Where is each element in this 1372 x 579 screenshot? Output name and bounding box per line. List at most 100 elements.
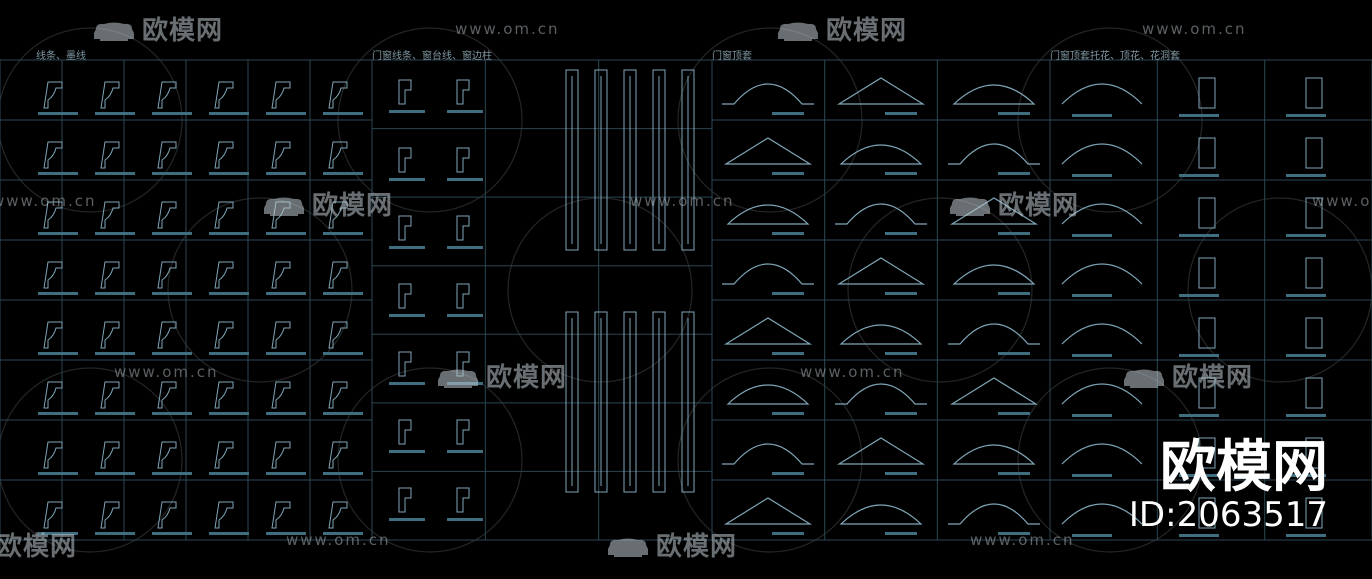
molding-profile bbox=[157, 261, 177, 289]
keystone bbox=[1198, 317, 1216, 349]
keystone bbox=[1198, 137, 1216, 169]
arch-trim bbox=[1061, 323, 1143, 345]
trim-profile bbox=[456, 79, 470, 105]
dimension-bar bbox=[998, 292, 1030, 295]
dimension-bar bbox=[885, 292, 917, 295]
dimension-bar bbox=[1286, 534, 1326, 537]
dimension-bar bbox=[152, 532, 192, 535]
watermark-url: www.om.cn bbox=[800, 363, 905, 381]
window-head-pediment bbox=[723, 317, 813, 345]
dimension-bar bbox=[1179, 534, 1219, 537]
dimension-bar bbox=[209, 352, 249, 355]
arch-trim bbox=[1061, 503, 1143, 525]
dimension-bar bbox=[447, 178, 483, 181]
keystone bbox=[1198, 497, 1216, 529]
molding-profile bbox=[271, 501, 291, 529]
dimension-bar bbox=[772, 472, 804, 475]
dimension-bar bbox=[95, 232, 135, 235]
window-head-segment bbox=[839, 144, 923, 165]
watermark-url: www.om.cn bbox=[455, 20, 560, 38]
dimension-bar bbox=[266, 412, 306, 415]
keystone bbox=[1305, 497, 1323, 529]
watermark-url: www.om.cn bbox=[1142, 20, 1247, 38]
trim-profile bbox=[398, 283, 412, 309]
dimension-bar bbox=[38, 352, 78, 355]
dimension-bar bbox=[1072, 114, 1112, 117]
dimension-bar bbox=[95, 532, 135, 535]
dimension-bar bbox=[323, 232, 363, 235]
dimension-bar bbox=[266, 352, 306, 355]
keystone bbox=[1198, 437, 1216, 469]
sofa-logo-icon bbox=[950, 197, 990, 216]
molding-profile bbox=[271, 261, 291, 289]
molding-profile bbox=[214, 201, 234, 229]
dimension-bar bbox=[95, 472, 135, 475]
trim-profile bbox=[398, 351, 412, 377]
dimension-bar bbox=[323, 292, 363, 295]
watermark-circle bbox=[1017, 367, 1203, 553]
window-head-pediment bbox=[836, 257, 926, 285]
watermark-logo-text: 欧模网 bbox=[998, 191, 1080, 221]
trim-profile bbox=[456, 147, 470, 173]
molding-profile bbox=[100, 81, 120, 109]
keystone bbox=[1198, 257, 1216, 289]
dimension-bar bbox=[266, 472, 306, 475]
dimension-bar bbox=[152, 472, 192, 475]
watermark-url: www.om.cn bbox=[1312, 192, 1372, 210]
arch-trim bbox=[1061, 443, 1143, 465]
molding-profile bbox=[100, 141, 120, 169]
arch-trim bbox=[1061, 83, 1143, 105]
window-head-arch bbox=[835, 383, 927, 405]
watermark-circle bbox=[847, 197, 1033, 383]
dimension-bar bbox=[95, 112, 135, 115]
molding-profile bbox=[271, 321, 291, 349]
molding-profile bbox=[328, 381, 348, 409]
molding-profile bbox=[214, 501, 234, 529]
dimension-bar bbox=[447, 450, 483, 453]
window-head-pediment bbox=[949, 377, 1039, 405]
watermark-url: www.om.cn bbox=[630, 192, 735, 210]
arch-trim bbox=[1061, 203, 1143, 225]
window-head-pediment bbox=[836, 77, 926, 105]
window-head-pediment bbox=[836, 437, 926, 465]
molding-profile bbox=[157, 321, 177, 349]
dimension-bar bbox=[447, 518, 483, 521]
pilaster bbox=[623, 311, 637, 493]
dimension-bar bbox=[95, 172, 135, 175]
pilaster bbox=[565, 311, 579, 493]
dimension-bar bbox=[266, 172, 306, 175]
dimension-bar bbox=[772, 292, 804, 295]
dimension-bar bbox=[447, 314, 483, 317]
dimension-bar bbox=[209, 472, 249, 475]
window-head-arch bbox=[835, 203, 927, 225]
molding-profile bbox=[157, 201, 177, 229]
molding-profile bbox=[43, 501, 63, 529]
dimension-bar bbox=[1072, 474, 1112, 477]
molding-profile bbox=[328, 201, 348, 229]
keystone bbox=[1198, 77, 1216, 109]
dimension-bar bbox=[1286, 354, 1326, 357]
watermark-logo-text: 欧模网 bbox=[0, 532, 78, 562]
dimension-bar bbox=[152, 232, 192, 235]
dimension-bar bbox=[772, 412, 804, 415]
dimension-bar bbox=[389, 314, 425, 317]
arch-trim bbox=[1061, 383, 1143, 405]
trim-profile bbox=[456, 487, 470, 513]
watermark-logo: 欧模网 bbox=[1122, 357, 1253, 394]
window-head-pediment bbox=[723, 497, 813, 525]
dimension-bar bbox=[885, 472, 917, 475]
dimension-bar bbox=[998, 112, 1030, 115]
pilaster bbox=[652, 69, 666, 251]
window-head-segment bbox=[839, 504, 923, 525]
dimension-bar bbox=[1072, 414, 1112, 417]
dimension-bar bbox=[38, 172, 78, 175]
pilaster bbox=[623, 69, 637, 251]
dimension-bar bbox=[95, 412, 135, 415]
dimension-bar bbox=[209, 172, 249, 175]
dimension-bar bbox=[885, 232, 917, 235]
keystone bbox=[1305, 437, 1323, 469]
dimension-bar bbox=[1286, 114, 1326, 117]
window-head-segment bbox=[952, 264, 1036, 285]
dimension-bar bbox=[38, 472, 78, 475]
